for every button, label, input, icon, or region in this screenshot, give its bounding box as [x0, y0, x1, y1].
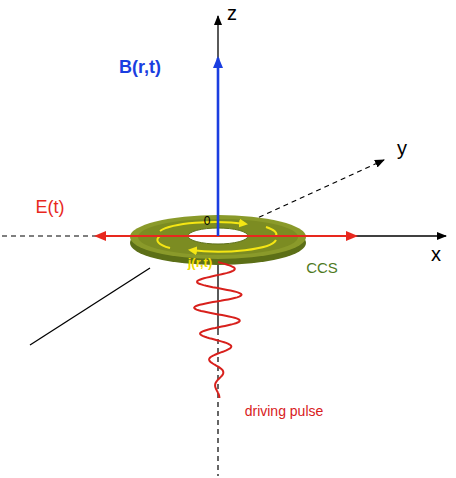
y-axis-negative	[30, 268, 150, 345]
current-arrow	[190, 240, 276, 252]
region-label: CCS	[306, 260, 338, 277]
current-arrow	[266, 227, 276, 236]
current-label: j(r,t)	[188, 256, 213, 270]
electric-field-arrow	[96, 235, 356, 237]
current-arrow	[160, 222, 246, 231]
pulse-label: driving pulse	[245, 404, 324, 419]
field-label: E(t)	[36, 198, 65, 218]
origin-label: 0	[204, 215, 211, 228]
axis-label: z	[227, 2, 237, 24]
driving-pulse-wave	[194, 262, 241, 398]
magnetic-field-arrow	[217, 58, 220, 236]
current-arrow	[157, 236, 170, 248]
axis-label: y	[397, 137, 407, 159]
z-axis-dashed	[217, 330, 218, 476]
z-axis	[217, 16, 218, 330]
field-label: B(r,t)	[119, 58, 161, 78]
axis-label: x	[431, 243, 441, 265]
